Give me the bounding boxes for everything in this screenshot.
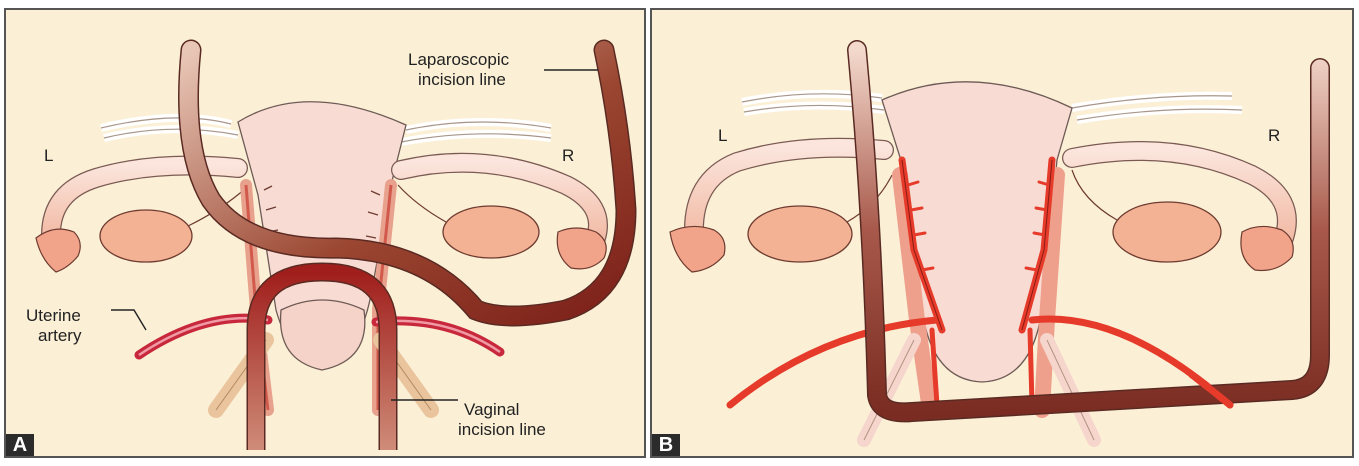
ovarian-ligament-right <box>1072 170 1117 220</box>
ovary-left <box>748 206 852 262</box>
descending-branch-right <box>1030 330 1032 405</box>
ovarian-ligament-right <box>398 185 446 222</box>
fimbria-right <box>1241 226 1293 270</box>
label-vaginal-line1: Vaginal <box>458 400 546 420</box>
label-vaginal-line2: incision line <box>458 420 546 440</box>
side-label-left: L <box>718 126 727 146</box>
leader-line-uterine <box>111 310 146 330</box>
side-label-left: L <box>44 146 53 166</box>
ovary-right <box>443 206 539 258</box>
fimbria-left <box>36 229 80 272</box>
side-label-right: R <box>1268 126 1280 146</box>
fimbria-left <box>670 226 725 272</box>
side-label-right: R <box>562 146 574 166</box>
fimbria-right <box>557 228 606 269</box>
label-laparoscopic-incision: Laparoscopic incision line <box>408 50 509 90</box>
panel-b: L R B <box>650 8 1354 458</box>
label-laparoscopic-line2: incision line <box>408 70 509 90</box>
panel-badge-a: A <box>6 434 34 456</box>
panel-b-illustration <box>652 10 1354 458</box>
label-uterine-artery: Uterine artery <box>26 306 81 346</box>
ovary-left <box>100 210 192 262</box>
panel-badge-b: B <box>652 434 680 456</box>
label-laparoscopic-line1: Laparoscopic <box>408 50 509 70</box>
label-uterine-line1: Uterine <box>26 306 81 326</box>
label-vaginal-incision: Vaginal incision line <box>458 400 546 440</box>
label-uterine-line2: artery <box>26 326 81 346</box>
panel-a-illustration <box>6 10 646 458</box>
cervix <box>281 300 365 370</box>
ovary-right <box>1113 202 1221 262</box>
panel-a: L R Laparoscopic incision line Uterine a… <box>4 8 646 458</box>
